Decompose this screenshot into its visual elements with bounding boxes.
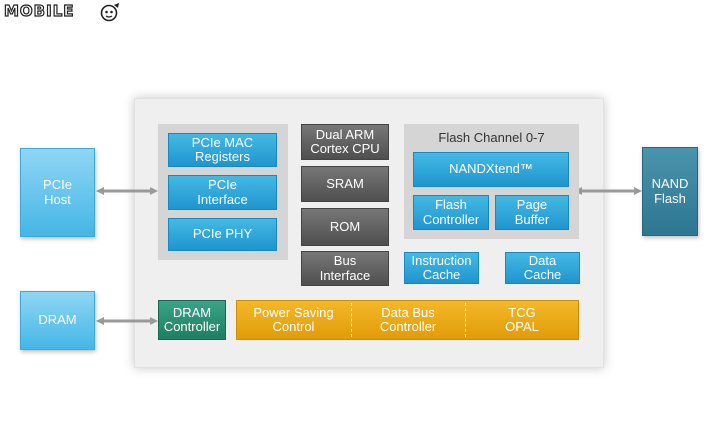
data-bus-controller-block: Data Bus Controller	[379, 304, 437, 334]
page-buffer-block: Page Buffer	[495, 195, 569, 230]
segment-divider	[465, 303, 466, 337]
orange-bus-bar	[236, 300, 579, 340]
pcie-host-block: PCIe Host	[20, 148, 95, 237]
bus-interface-block: Bus Interface	[301, 251, 389, 286]
cpu-block: Dual ARM Cortex CPU	[301, 124, 389, 160]
data-cache-block: Data Cache	[505, 252, 580, 284]
nand-flash-block: NAND Flash	[642, 147, 698, 236]
rom-block: ROM	[301, 208, 389, 246]
pcie-phy-block: PCIe PHY	[168, 218, 277, 251]
power-saving-control-block: Power Saving Control	[253, 304, 334, 334]
watermark-logo: MOBILE	[3, 1, 75, 20]
dram-block: DRAM	[20, 291, 95, 350]
watermark-face-icon	[100, 3, 119, 22]
pcie-mac-registers-block: PCIe MAC Registers	[168, 133, 277, 167]
pcie-interface-block: PCIe Interface	[168, 175, 277, 210]
flash-controller-block: Flash Controller	[413, 195, 489, 230]
tcg-opal-block: TCG OPAL	[505, 304, 539, 334]
segment-divider	[351, 303, 352, 337]
flash-channel-title: Flash Channel 0-7	[438, 129, 545, 145]
sram-block: SRAM	[301, 166, 389, 202]
instruction-cache-block: Instruction Cache	[404, 252, 479, 284]
nandxtend-block: NANDXtend™	[413, 152, 569, 187]
dram-controller-block: DRAM Controller	[158, 300, 226, 340]
